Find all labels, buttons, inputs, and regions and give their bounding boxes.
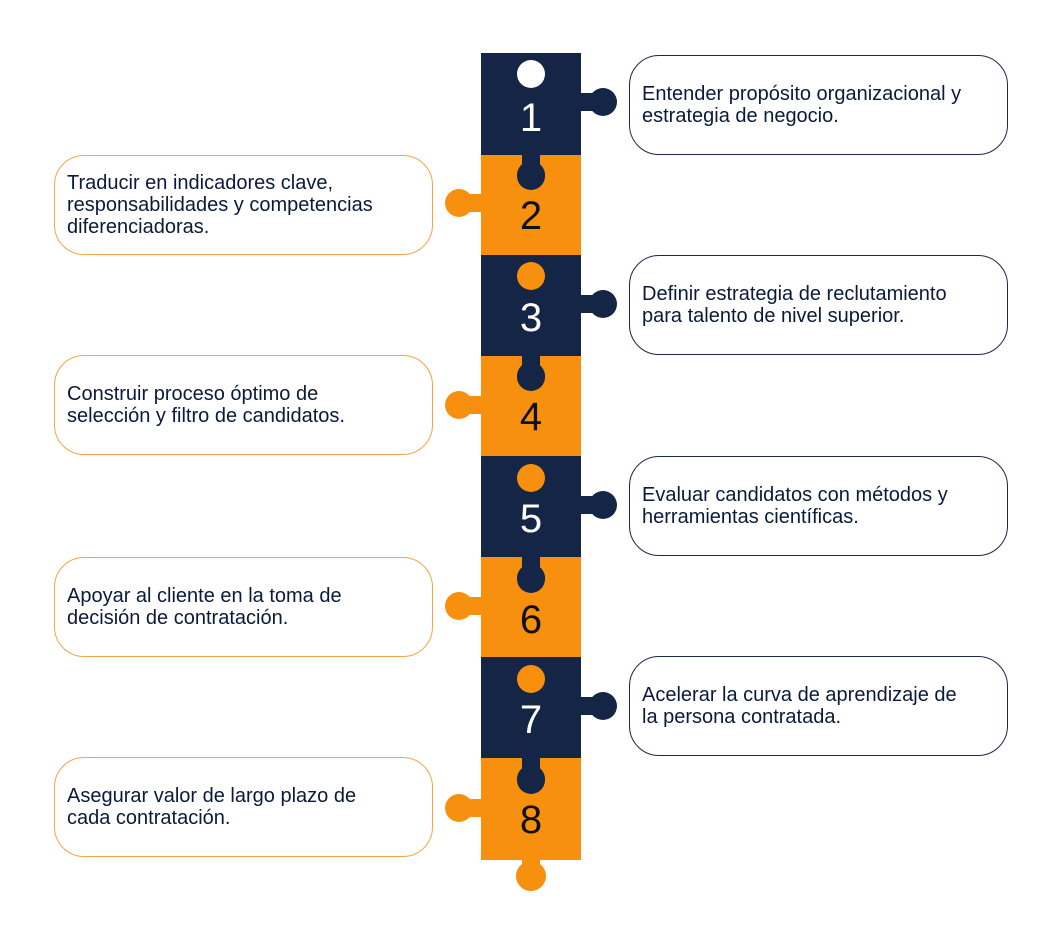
step-text-4: Construir proceso óptimo de selección y … — [67, 383, 345, 427]
step-number-5: 5 — [520, 497, 542, 541]
step-box-8: Asegurar valor de largo plazo de cada co… — [54, 757, 433, 857]
step-text-1: Entender propósito organizacional y estr… — [642, 83, 962, 127]
step-text-5: Evaluar candidatos con métodos y herrami… — [642, 484, 948, 528]
puzzle-piece-7: 7 — [481, 657, 617, 793]
step-number-2: 2 — [520, 194, 542, 238]
step-box-7: Acelerar la curva de aprendizaje de la p… — [629, 656, 1008, 756]
step-box-3: Definir estrategia de reclutamiento para… — [629, 255, 1008, 355]
step-box-4: Construir proceso óptimo de selección y … — [54, 355, 433, 455]
step-text-7: Acelerar la curva de aprendizaje de la p… — [642, 684, 957, 728]
puzzle-piece-2: 2 — [445, 154, 581, 255]
puzzle-piece-4: 4 — [445, 355, 581, 456]
puzzle-piece-5: 5 — [481, 456, 617, 592]
step-box-6: Apoyar al cliente en la toma de decisión… — [54, 557, 433, 657]
puzzle-piece-3: 3 — [481, 255, 617, 390]
step-number-8: 8 — [520, 798, 542, 842]
puzzle-piece-1: 1 — [481, 53, 617, 189]
puzzle-piece-6: 6 — [445, 557, 581, 658]
step-number-1: 1 — [520, 96, 542, 140]
step-text-2: Traducir en indicadores clave, responsab… — [67, 172, 373, 238]
step-number-3: 3 — [520, 296, 542, 340]
step-box-2: Traducir en indicadores clave, responsab… — [54, 155, 433, 255]
step-number-7: 7 — [520, 698, 542, 742]
step-text-3: Definir estrategia de reclutamiento para… — [642, 283, 947, 327]
step-box-5: Evaluar candidatos con métodos y herrami… — [629, 456, 1008, 556]
step-text-8: Asegurar valor de largo plazo de cada co… — [67, 785, 357, 829]
step-number-6: 6 — [520, 598, 542, 642]
step-box-1: Entender propósito organizacional y estr… — [629, 55, 1008, 155]
step-number-4: 4 — [520, 395, 542, 439]
puzzle-piece-8: 8 — [445, 758, 581, 891]
step-text-6: Apoyar al cliente en la toma de decisión… — [67, 585, 342, 629]
